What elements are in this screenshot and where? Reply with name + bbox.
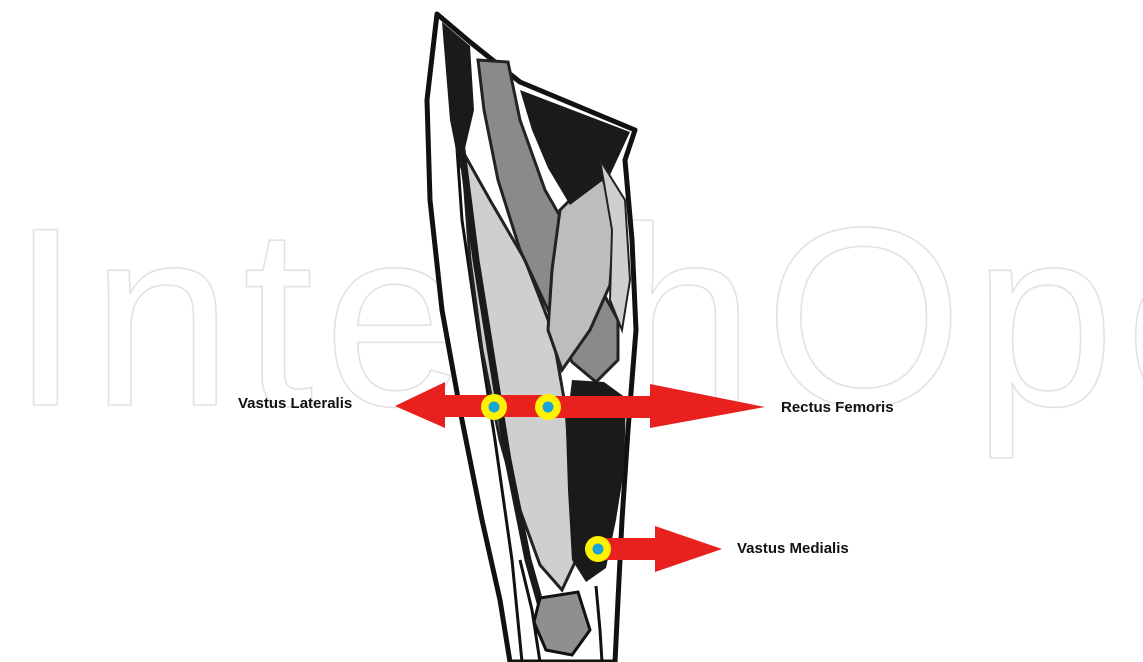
thigh-illustration <box>427 14 636 662</box>
label-vastus-medialis: Vastus Medialis <box>737 540 849 557</box>
electrode-medialis <box>585 536 611 562</box>
electrode-rectus-femoris <box>535 394 561 420</box>
label-rectus-femoris: Rectus Femoris <box>781 399 894 416</box>
label-vastus-lateralis: Vastus Lateralis <box>238 395 352 412</box>
electrode-lateralis <box>481 394 507 420</box>
